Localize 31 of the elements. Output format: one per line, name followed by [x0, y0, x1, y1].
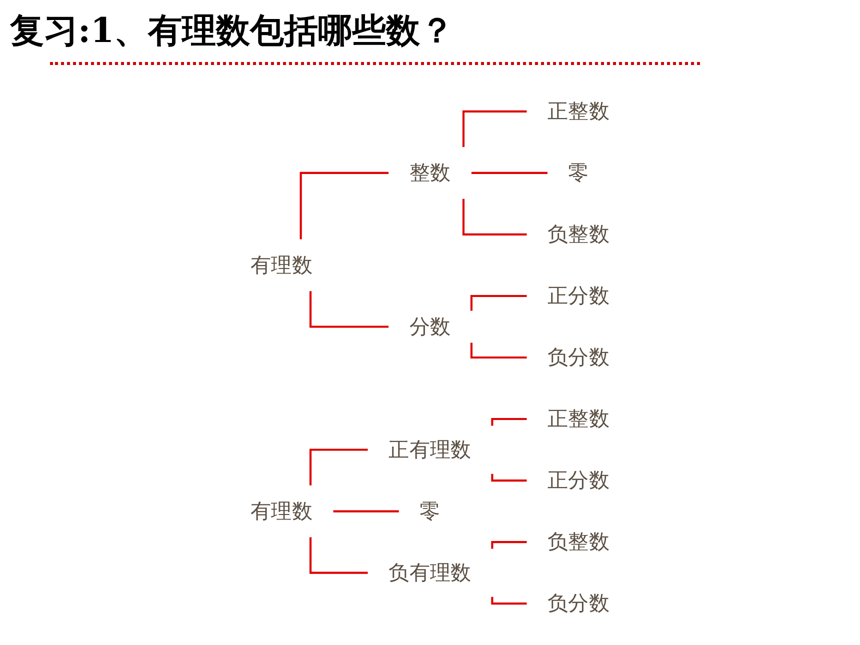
- connector: [309, 537, 368, 574]
- node-text: 负分数: [547, 591, 610, 616]
- connector: [470, 294, 527, 311]
- node-text: 负整数: [547, 222, 610, 247]
- connector: [300, 172, 389, 240]
- connector: [470, 172, 548, 174]
- title: 复习:1、有理数包括哪些数？: [10, 10, 454, 53]
- connector: [491, 418, 527, 426]
- node-text: 整数: [409, 160, 451, 186]
- connector: [491, 474, 527, 482]
- node-text: 有理数: [250, 253, 313, 278]
- connector: [332, 510, 399, 512]
- node-text: 零: [420, 499, 440, 524]
- connector: [462, 198, 527, 236]
- node-text: 正分数: [547, 468, 610, 493]
- node-text: 分数: [409, 314, 451, 339]
- node-text: 有理数: [250, 499, 313, 524]
- connector: [491, 596, 527, 605]
- node-text: 负有理数: [388, 560, 472, 585]
- connector: [462, 110, 527, 148]
- connector: [309, 291, 389, 328]
- node-text: 负分数: [547, 345, 610, 370]
- node-text: 负整数: [547, 530, 610, 554]
- node-text: 零: [568, 160, 589, 186]
- node-text: 正整数: [547, 406, 610, 432]
- node-text: 正分数: [547, 284, 610, 308]
- node-text: 正整数: [547, 99, 610, 124]
- node-text: 正有理数: [388, 438, 472, 462]
- connector: [491, 541, 527, 549]
- connector: [309, 448, 368, 486]
- connector: [470, 342, 527, 359]
